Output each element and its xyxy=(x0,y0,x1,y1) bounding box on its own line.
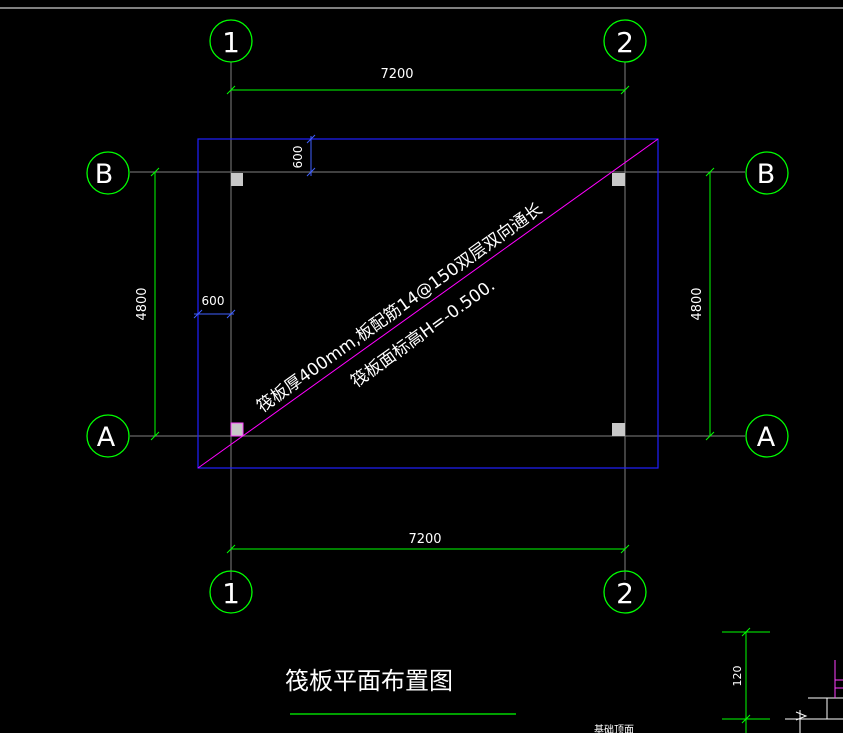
dim-overhang-top-text: 600 xyxy=(291,146,305,169)
axis-label-a-left: A xyxy=(97,422,116,453)
dim-bottom-tick-left xyxy=(226,544,236,554)
axis-label-1-top: 1 xyxy=(222,26,240,59)
dim-overhang-top-tick1 xyxy=(306,134,316,144)
dim-right-tick-top xyxy=(705,167,715,177)
detail-break-symbol xyxy=(795,711,808,721)
axis-bubble-2-bottom: 2 xyxy=(603,570,647,614)
axis-label-b-left: B xyxy=(95,159,114,190)
dim-overhang-top-tick2 xyxy=(306,167,316,177)
dim-overhang-left-tick1 xyxy=(193,309,203,319)
dim-bottom-text: 7200 xyxy=(408,532,441,547)
dim-top-tick-right xyxy=(620,85,630,95)
axis-label-2-top: 2 xyxy=(616,26,634,59)
raft-slab-outline xyxy=(197,138,659,469)
axis-bubbles: 1 2 1 2 B B A A xyxy=(86,19,789,614)
dim-left-tick-bottom xyxy=(150,431,160,441)
axis-label-2-bottom: 2 xyxy=(616,577,634,610)
dim-right-text: 4800 xyxy=(690,287,705,320)
dim-right-tick-bottom xyxy=(705,431,715,441)
axis-bubble-1-top: 1 xyxy=(209,19,253,63)
axis-label-a-right: A xyxy=(757,422,776,453)
detail-dim-tick-bottom xyxy=(741,714,751,724)
dim-left-tick-top xyxy=(150,167,160,177)
column-1a xyxy=(230,422,244,437)
axis-bubble-b-left: B xyxy=(86,151,130,195)
columns xyxy=(230,173,625,437)
dim-overhang-left-text: 600 xyxy=(202,294,225,308)
dim-left-text: 4800 xyxy=(135,287,150,320)
axis-bubble-1-bottom: 1 xyxy=(209,570,253,614)
dim-bottom-tick-right xyxy=(620,544,630,554)
axis-label-1-bottom: 1 xyxy=(222,577,240,610)
column-2b xyxy=(612,173,625,186)
column-1b xyxy=(231,173,243,186)
dim-overhang-left-tick2 xyxy=(226,309,236,319)
axis-bubble-a-right: A xyxy=(745,414,789,458)
column-2a xyxy=(612,423,625,436)
slab-annotation-line1: 筏板厚400mm,板配筋14@150双层双向通长 xyxy=(253,199,546,417)
axis-bubble-a-left: A xyxy=(86,414,130,458)
drawing-title: 筏板平面布置图 xyxy=(285,667,453,695)
detail-dim-tick-top xyxy=(741,627,751,637)
axis-bubble-2-top: 2 xyxy=(603,19,647,63)
axis-label-b-right: B xyxy=(757,159,776,190)
detail-label: 基础顶面 xyxy=(594,723,634,733)
dimension-lines xyxy=(150,85,715,554)
slab-diagonal-line xyxy=(197,138,659,469)
detail-dim-text: 120 xyxy=(731,666,744,687)
overhang-dimensions xyxy=(193,134,316,319)
dim-top-tick-left xyxy=(226,85,236,95)
axis-bubble-b-right: B xyxy=(745,151,789,195)
dim-top-text: 7200 xyxy=(380,67,413,82)
section-detail: 120 基础顶面 xyxy=(594,627,843,733)
